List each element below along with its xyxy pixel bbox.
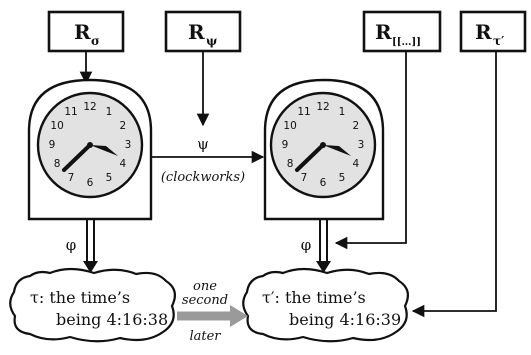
r-psi-label: R (188, 20, 205, 44)
phi-right-label: φ (301, 236, 312, 254)
transition-line2: second (182, 293, 228, 308)
clock-numeral: 1 (339, 106, 346, 118)
r-sigma-subscript: σ (91, 34, 100, 48)
clock-numeral: 4 (120, 158, 127, 170)
clock-numeral: 11 (297, 106, 310, 118)
clock-numeral: 5 (106, 172, 113, 184)
clock-numeral: 7 (301, 172, 308, 184)
r-psi-subscript: ψ (206, 34, 217, 48)
clock-numeral: 8 (54, 158, 61, 170)
clock-numeral: 6 (320, 177, 327, 189)
clock-left-pivot (87, 142, 93, 148)
clock-right-pivot (320, 142, 326, 148)
phi-arrow-left (83, 219, 98, 273)
clock-numeral: 3 (125, 139, 132, 151)
state-right-line1: τ′: the time’s (262, 288, 366, 307)
r-brackets-subscript: [[…]] (392, 37, 421, 48)
clock-numeral: 2 (353, 120, 360, 132)
arrow-r-tau-to-state (411, 51, 497, 318)
state-left-cloud (9, 267, 177, 343)
clock-numeral: 6 (87, 177, 94, 189)
state-left-line1: τ: the time’s (30, 288, 130, 307)
phi-left-label: φ (66, 236, 77, 254)
arrow-r-brackets-to-phi (334, 51, 407, 250)
clock-numeral: 12 (316, 101, 329, 113)
state-right-line2: being 4:16:39 (289, 310, 401, 329)
r-tau-subscript: τ′ (493, 34, 504, 48)
r-psi-box: R ψ (164, 10, 242, 53)
r-tau-box: R τ′ (459, 10, 527, 53)
r-brackets-box: R [[…]] (362, 10, 442, 53)
clock-numeral: 5 (339, 172, 346, 184)
clock-numeral: 9 (49, 139, 56, 151)
clock-left-minute-hand (62, 143, 92, 172)
transition-line1: one (193, 279, 217, 294)
clock-left-hour-hand (90, 145, 118, 156)
transition-arrow-head (230, 305, 248, 327)
psi-symbol: ψ (197, 135, 209, 153)
phi-arrow-right (316, 219, 331, 273)
clock-numeral: 10 (50, 120, 63, 132)
clock-numeral: 1 (106, 106, 113, 118)
clock-numeral: 12 (83, 101, 96, 113)
r-tau-label: R (475, 20, 492, 44)
clock-numeral: 2 (120, 120, 127, 132)
clock-numeral: 4 (353, 158, 360, 170)
clock-numeral: 9 (282, 139, 289, 151)
state-left-line2: being 4:16:38 (56, 310, 168, 329)
clock-right-hour-hand (323, 145, 351, 156)
clock-numeral: 8 (287, 158, 294, 170)
r-sigma-label: R (74, 20, 91, 44)
clock-numeral: 7 (68, 172, 75, 184)
transition-line3: later (189, 329, 221, 344)
r-sigma-box: R σ (47, 10, 125, 53)
clock-numeral: 3 (358, 139, 365, 151)
clock-right-minute-hand (295, 143, 325, 172)
r-brackets-label: R (375, 20, 392, 44)
clockworks-caption: (clockworks) (161, 170, 245, 185)
clock-numeral: 10 (283, 120, 296, 132)
clock-numeral: 11 (64, 106, 77, 118)
